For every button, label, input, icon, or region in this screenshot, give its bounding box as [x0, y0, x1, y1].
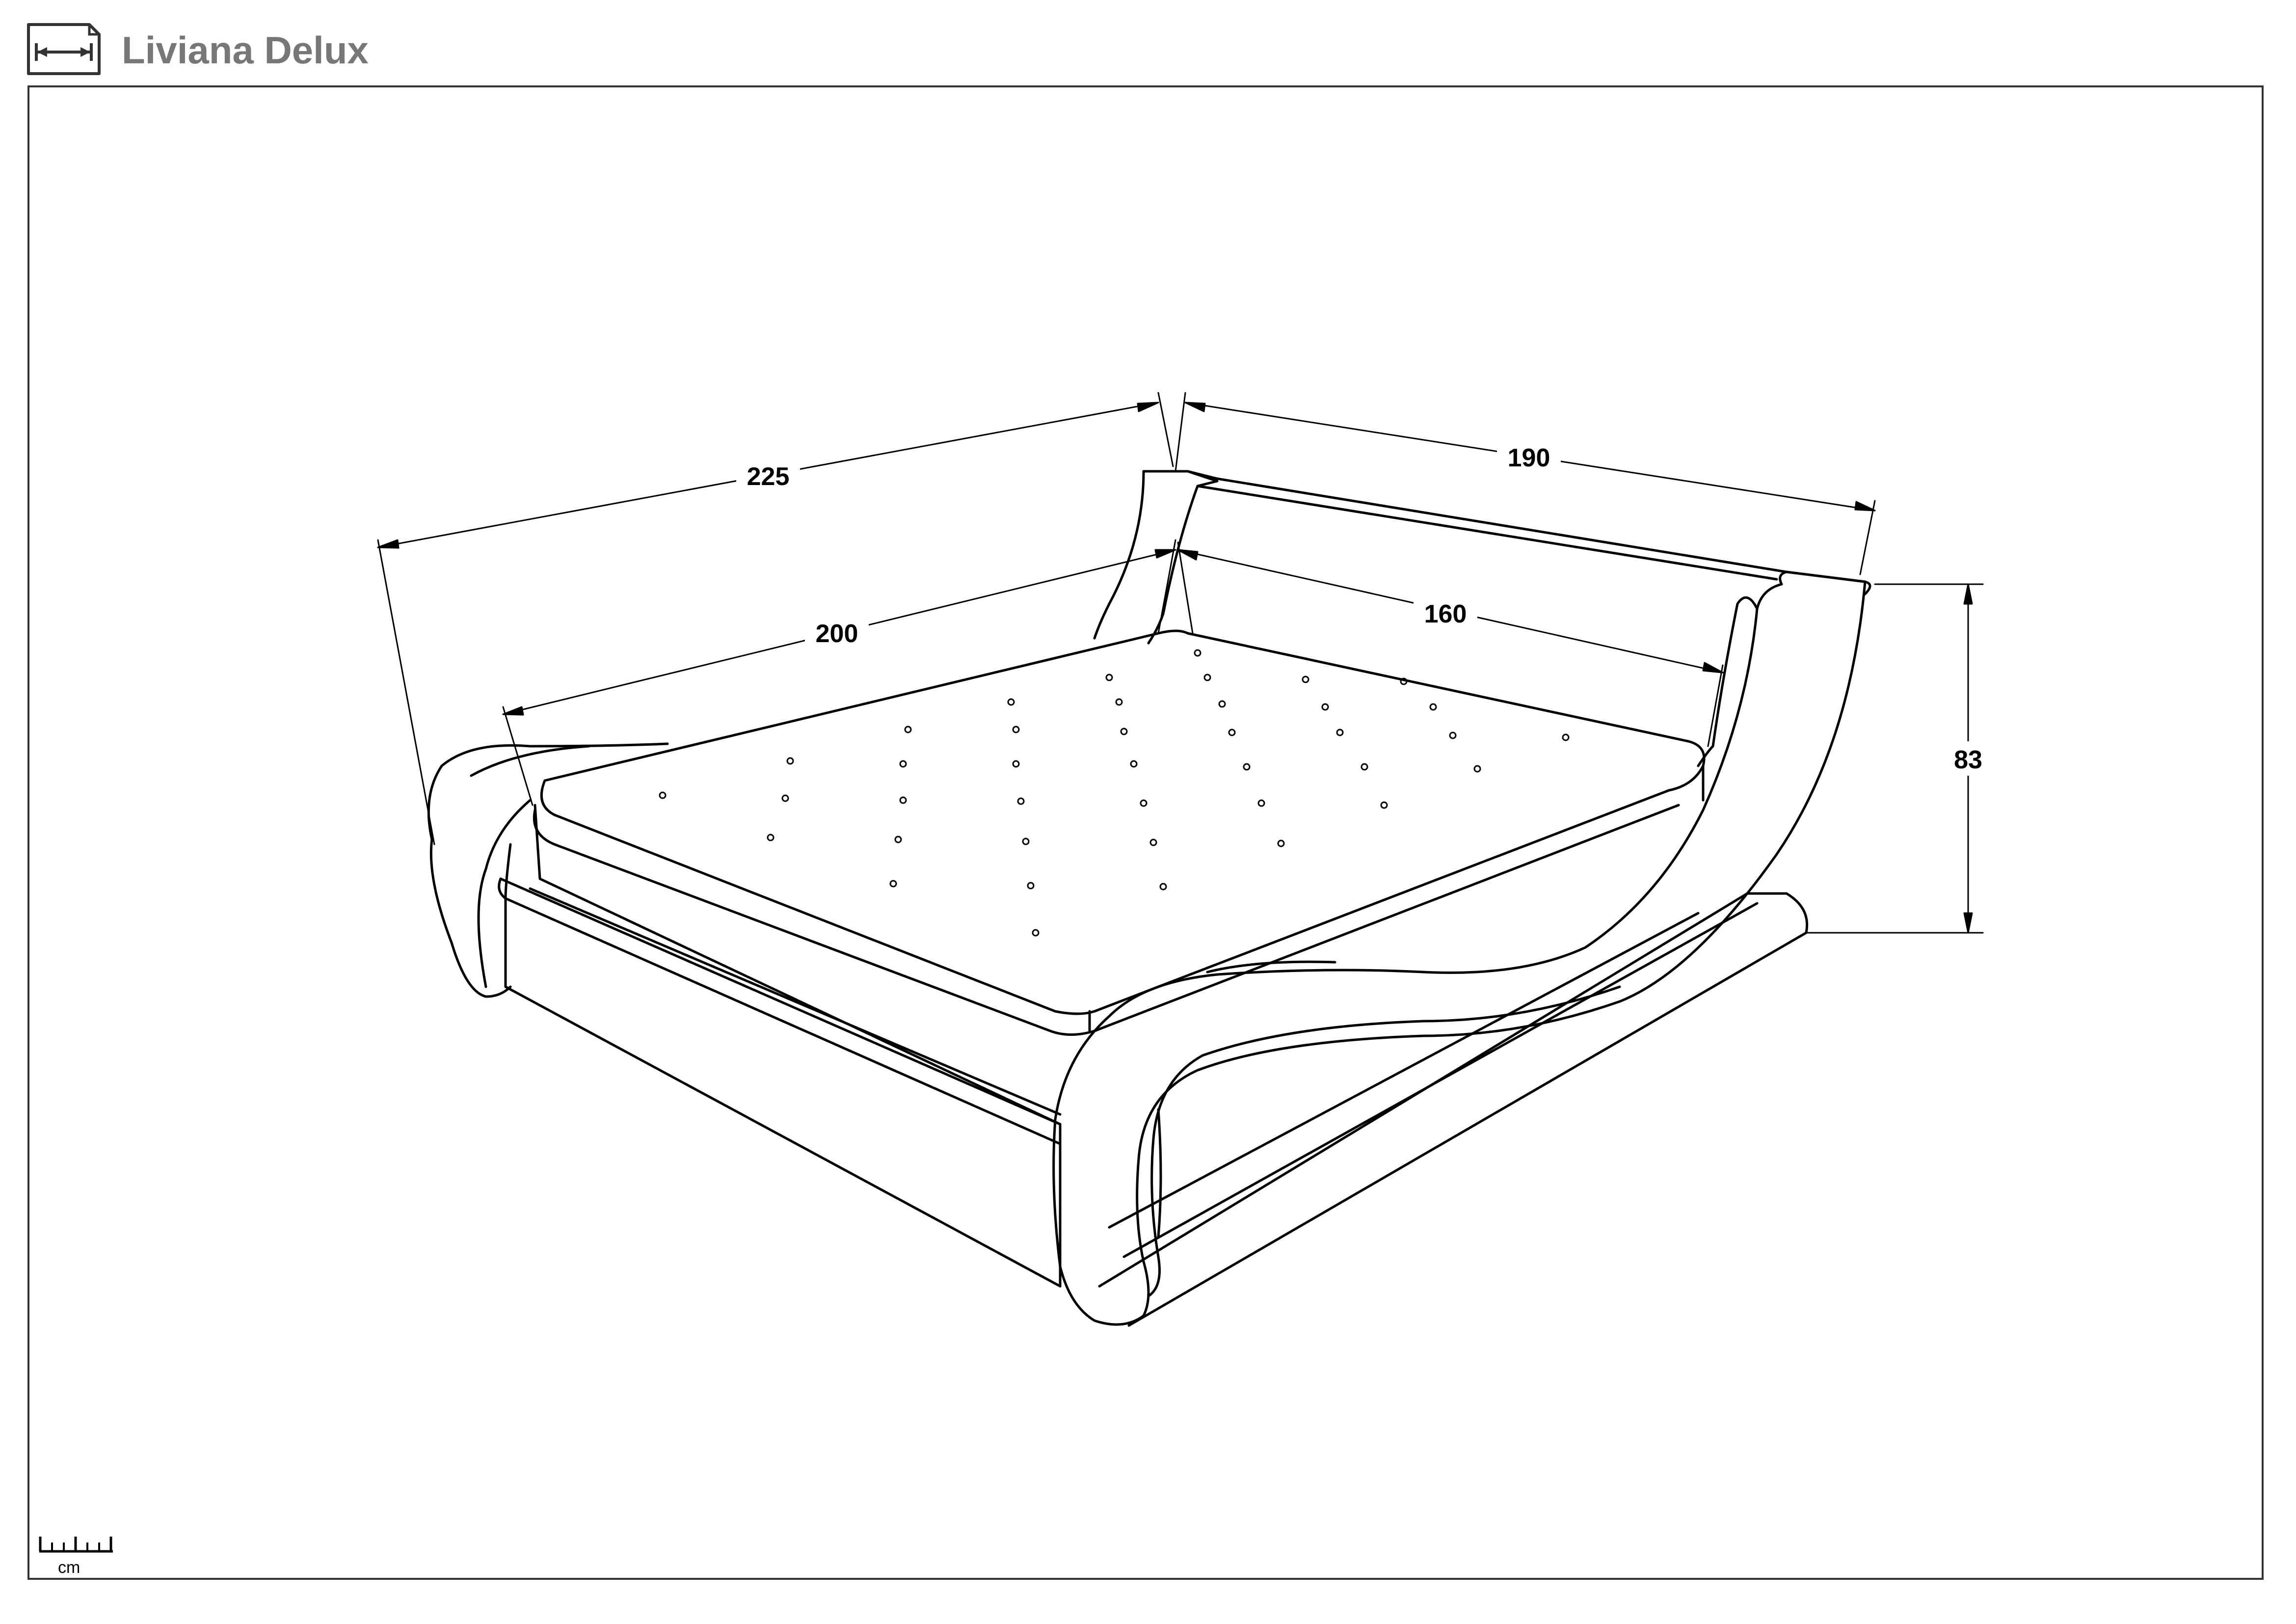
footboard	[1052, 470, 1871, 1326]
dimension-overall-width: 190	[1508, 444, 1550, 472]
base-plate	[1098, 892, 1809, 1327]
dimension-mattress-width: 160	[1424, 600, 1467, 628]
headboard	[427, 742, 669, 998]
page-title: Liviana Delux	[122, 28, 369, 72]
drawing-frame	[27, 85, 2264, 1580]
dimension-overall-length: 225	[747, 462, 790, 491]
dimension-lines	[377, 392, 1984, 934]
dimension-mattress-length: 200	[816, 620, 858, 648]
ruler-icon	[39, 1537, 113, 1553]
dimension-arrows-icon	[27, 23, 101, 75]
scale-unit-label: cm	[58, 1558, 80, 1577]
side-rail	[498, 877, 1062, 1288]
mattress	[533, 629, 1706, 1126]
tufting-dots	[659, 649, 1570, 937]
dimension-height: 83	[1954, 746, 1982, 774]
